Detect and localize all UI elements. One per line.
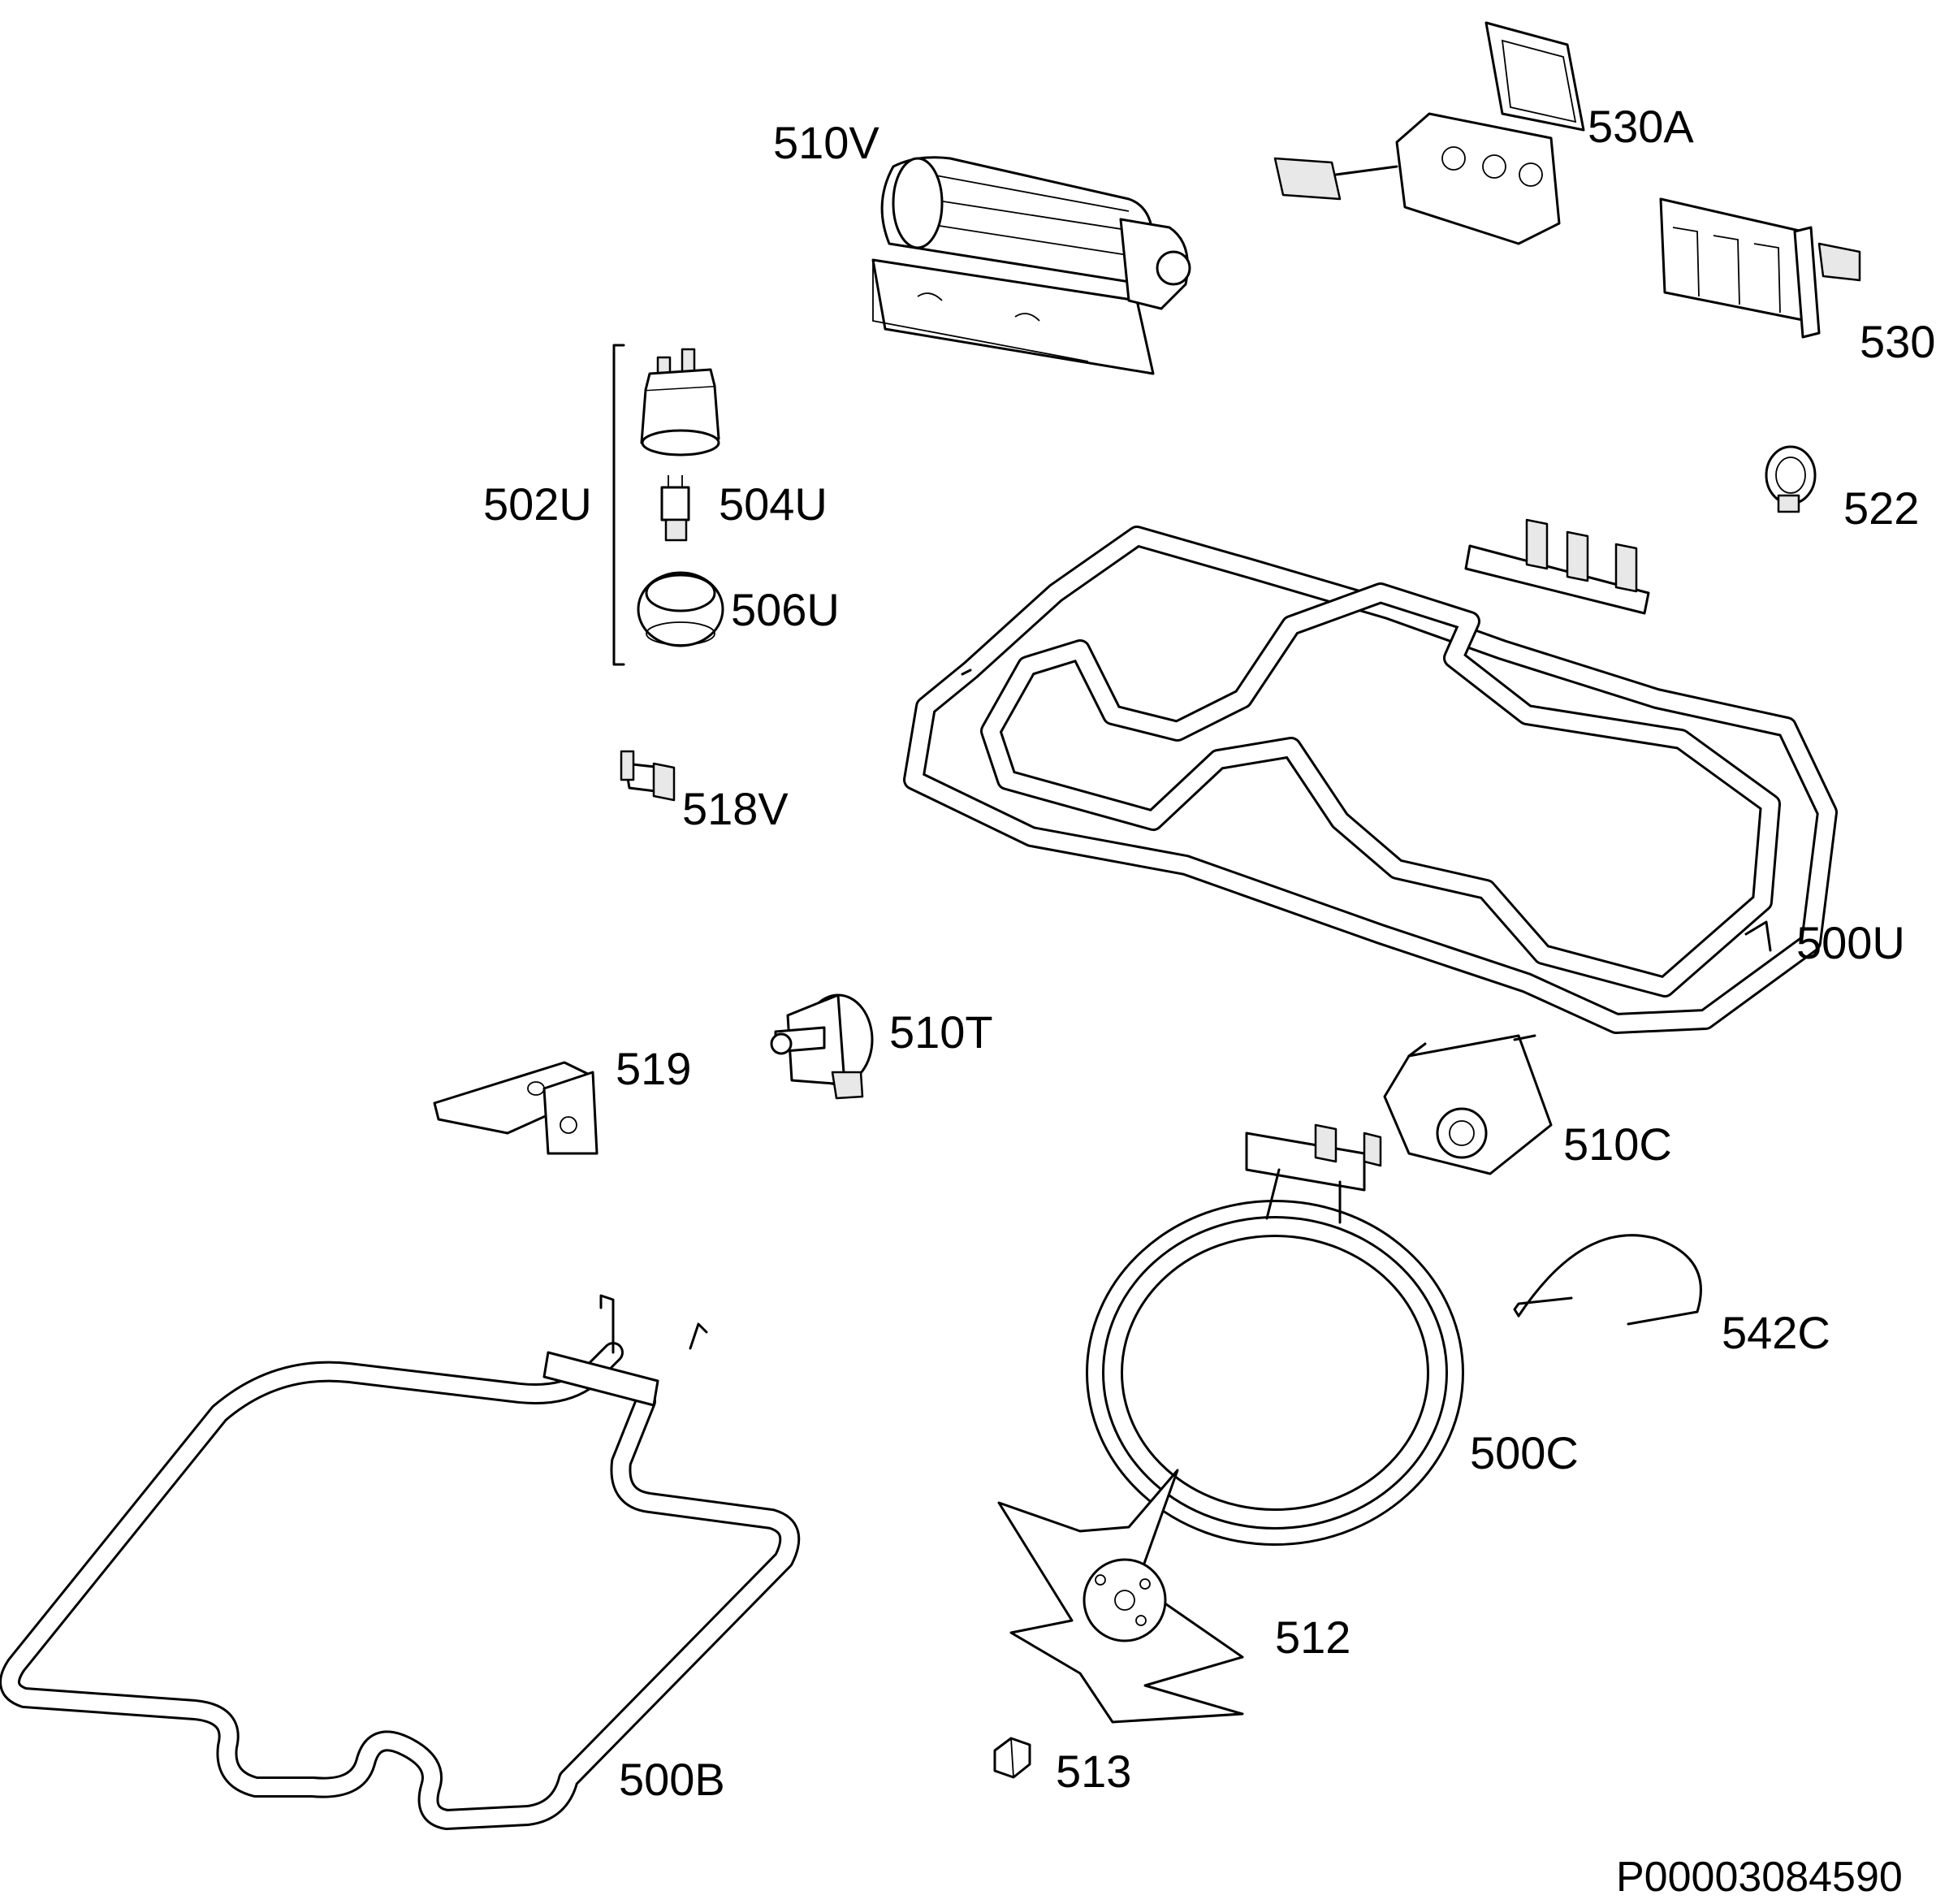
label-510V: 510V: [773, 117, 879, 168]
label-506U: 506U: [731, 584, 840, 635]
part-522-clamp: [1765, 445, 1817, 513]
label-500B: 500B: [619, 1754, 725, 1805]
label-542C: 542C: [1722, 1307, 1830, 1358]
group-bracket-502U: [612, 344, 625, 666]
part-510V-tangential-fan: [871, 156, 1191, 375]
part-512-fan-blade: [997, 1469, 1244, 1724]
label-502U: 502U: [483, 478, 592, 530]
drawing-code: P00003084590: [1616, 1854, 1903, 1901]
part-542C-spring-clip: [1513, 1234, 1702, 1326]
label-500U: 500U: [1796, 917, 1905, 968]
part-513-nut: [993, 1737, 1031, 1779]
label-500C: 500C: [1470, 1427, 1579, 1478]
label-504U: 504U: [719, 478, 828, 530]
part-500U-grill-element: [903, 518, 1838, 1034]
label-510T: 510T: [889, 1006, 993, 1058]
part-518V-clip: [620, 750, 676, 802]
label-522: 522: [1843, 482, 1919, 534]
label-510C: 510C: [1563, 1119, 1672, 1170]
part-530A-terminal-block: [1273, 21, 1585, 245]
part-530-terminal-block: [1659, 197, 1861, 339]
label-530A: 530A: [1588, 101, 1694, 152]
part-lamp-holder: [640, 348, 720, 457]
part-510C-convection-motor: [1383, 1034, 1553, 1175]
label-513: 513: [1056, 1746, 1131, 1797]
label-512: 512: [1275, 1612, 1350, 1663]
part-504U-lamp-bulb: [660, 475, 690, 542]
label-530: 530: [1860, 316, 1935, 367]
part-510T-motor: [770, 993, 874, 1100]
part-500B-bottom-element: [0, 1294, 801, 1830]
label-518V: 518V: [682, 783, 789, 834]
part-506U-lamp-cover: [637, 571, 724, 647]
label-519: 519: [616, 1043, 691, 1094]
part-519-bracket: [433, 1061, 599, 1155]
part-500C-circular-element: [1086, 1123, 1464, 1546]
